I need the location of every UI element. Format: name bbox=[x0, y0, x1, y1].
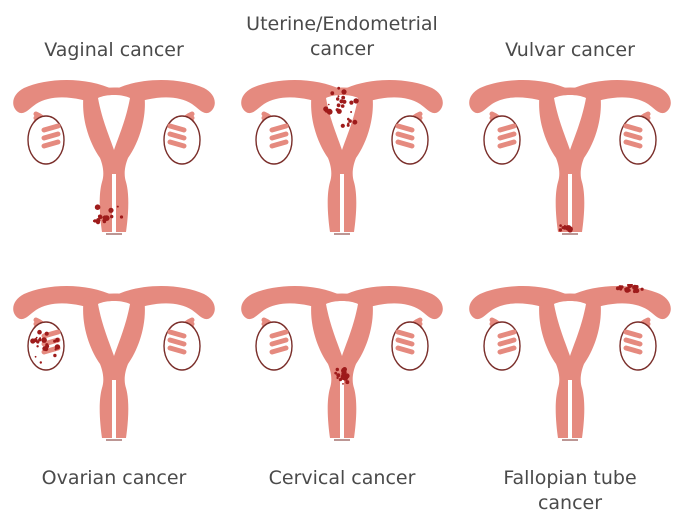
tumor-dot bbox=[337, 87, 340, 90]
tumor-dot bbox=[117, 206, 119, 208]
panel-label: Ovarian cancer bbox=[0, 466, 228, 491]
panel-ovarian-cancer: Ovarian cancer bbox=[0, 258, 228, 515]
tumor-dot bbox=[55, 348, 57, 350]
tumor-dot bbox=[328, 104, 330, 106]
tumor-dot bbox=[336, 373, 340, 377]
panel-cervical-cancer: Cervical cancer bbox=[228, 258, 456, 515]
tumor-dot bbox=[624, 288, 626, 290]
label-line: cancer bbox=[228, 37, 456, 62]
tumor-dot bbox=[567, 225, 571, 229]
label-line: Fallopian tube bbox=[456, 466, 684, 491]
tumor-dot bbox=[342, 383, 344, 385]
tumor-dot bbox=[103, 220, 107, 224]
tumor-dot bbox=[336, 97, 339, 100]
tumor-dot bbox=[568, 229, 570, 231]
reproductive-system-illustration bbox=[6, 78, 222, 238]
tumor-dot bbox=[40, 361, 42, 363]
panel-fallopian-tube-cancer: Fallopian tube cancer bbox=[456, 258, 684, 515]
vaginal-canal bbox=[112, 174, 116, 234]
uterus-svg bbox=[234, 284, 450, 444]
label-line: Ovarian cancer bbox=[0, 466, 228, 491]
panel-label: Uterine/Endometrial cancer bbox=[228, 12, 456, 62]
tumor-dot bbox=[41, 337, 47, 343]
reproductive-system-illustration bbox=[462, 78, 678, 238]
tumor-dot bbox=[349, 101, 353, 105]
vaginal-canal bbox=[568, 174, 572, 234]
tumor-dot bbox=[347, 118, 350, 121]
panel-vulvar-cancer: Vulvar cancer bbox=[456, 0, 684, 257]
uterus-svg bbox=[6, 78, 222, 238]
tumor-dot bbox=[633, 290, 636, 293]
tumor-dot bbox=[334, 372, 337, 375]
tumor-dot bbox=[337, 103, 341, 107]
tumor-dot bbox=[341, 124, 345, 128]
tumor-dot bbox=[339, 99, 343, 103]
tumor-dot bbox=[325, 110, 328, 113]
tumor-dot bbox=[341, 89, 346, 94]
vaginal-canal bbox=[340, 380, 344, 440]
tumor-dot bbox=[336, 108, 339, 111]
tumor-dot bbox=[336, 377, 338, 379]
tumor-dot bbox=[628, 285, 631, 288]
tumor-dot bbox=[53, 340, 56, 343]
reproductive-system-illustration bbox=[234, 284, 450, 444]
tumor-dot bbox=[93, 219, 96, 222]
tumor-dot bbox=[330, 91, 334, 95]
tumor-dot bbox=[559, 224, 562, 227]
tumor-dot bbox=[345, 380, 349, 384]
tumor-dot bbox=[110, 215, 113, 218]
tumor-dot bbox=[35, 356, 37, 358]
tumor-dot bbox=[30, 338, 35, 343]
panel-label: Fallopian tube cancer bbox=[456, 466, 684, 516]
panel-uterine-cancer: Uterine/Endometrial cancer bbox=[228, 0, 456, 257]
uterus-svg bbox=[462, 284, 678, 444]
tumor-dot bbox=[53, 354, 56, 357]
tumor-dot bbox=[95, 204, 101, 210]
panel-label: Vaginal cancer bbox=[0, 38, 228, 63]
tumor-dot bbox=[37, 330, 42, 335]
reproductive-system-illustration bbox=[462, 284, 678, 444]
tumor-dot bbox=[350, 111, 352, 113]
tumor-dot bbox=[559, 228, 562, 231]
uterus-svg bbox=[6, 284, 222, 444]
tumor-dot bbox=[336, 368, 339, 371]
tumor-dot bbox=[99, 216, 101, 218]
tumor-dot bbox=[120, 215, 123, 218]
uterus-svg bbox=[234, 78, 450, 238]
tumor-dot bbox=[563, 226, 567, 230]
tumor-dot bbox=[36, 345, 38, 347]
tumor-dot bbox=[328, 109, 331, 112]
tumor-dot bbox=[341, 104, 345, 108]
tumor-dot bbox=[353, 120, 358, 125]
label-line: cancer bbox=[456, 491, 684, 516]
tumor-dot bbox=[353, 98, 358, 103]
vaginal-canal bbox=[340, 174, 344, 234]
tumor-dot bbox=[341, 368, 346, 373]
vaginal-canal bbox=[568, 380, 572, 440]
tumor-dot bbox=[641, 288, 644, 291]
tumor-dot bbox=[341, 96, 345, 100]
tumor-dot bbox=[628, 289, 631, 292]
label-line: Vaginal cancer bbox=[0, 38, 228, 63]
tumor-dot bbox=[347, 124, 350, 127]
reproductive-system-illustration bbox=[234, 78, 450, 238]
label-line: Cervical cancer bbox=[228, 466, 456, 491]
tumor-dot bbox=[620, 285, 623, 288]
reproductive-system-illustration bbox=[6, 284, 222, 444]
tumor-dot bbox=[45, 344, 49, 348]
tumor-dot bbox=[338, 95, 340, 97]
panel-label: Vulvar cancer bbox=[456, 38, 684, 63]
tumor-dot bbox=[39, 337, 41, 339]
label-line: Vulvar cancer bbox=[456, 38, 684, 63]
vaginal-canal bbox=[112, 380, 116, 440]
tumor-dot bbox=[108, 208, 113, 213]
panel-vaginal-cancer: Vaginal cancer bbox=[0, 0, 228, 257]
label-line: Uterine/Endometrial bbox=[228, 12, 456, 37]
uterus-svg bbox=[462, 78, 678, 238]
panel-label: Cervical cancer bbox=[228, 466, 456, 491]
tumor-dot bbox=[45, 332, 49, 336]
tumor-dot bbox=[632, 285, 637, 290]
